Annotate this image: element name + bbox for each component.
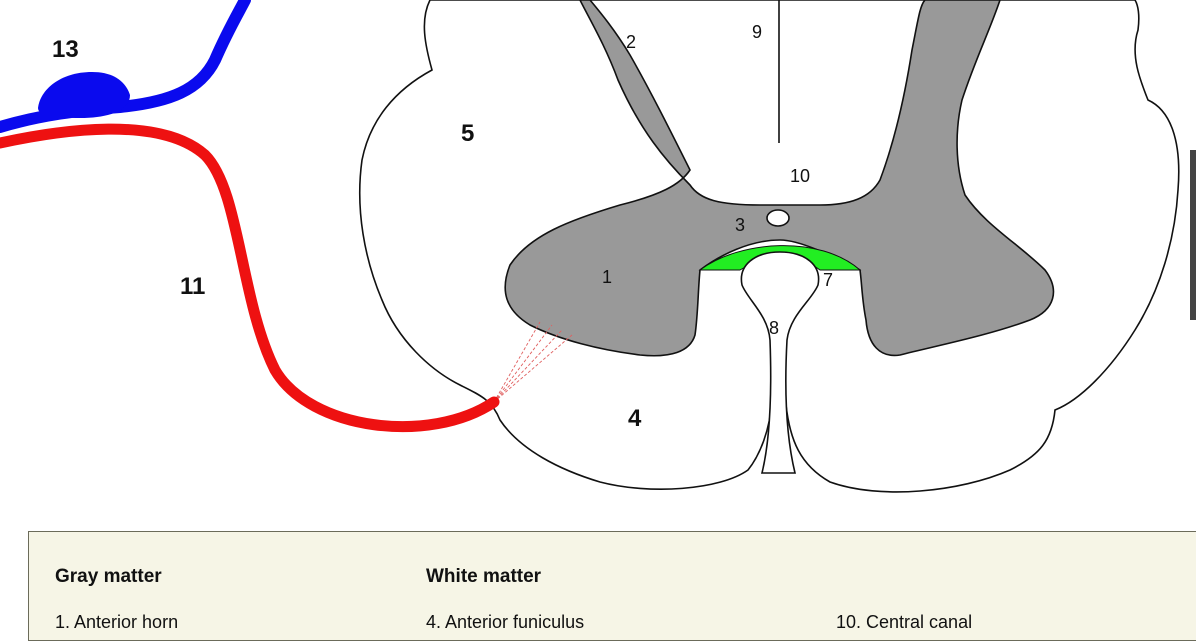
legend-gray-heading: Gray matter xyxy=(55,566,162,587)
legend-gray-matter: Gray matter 1. Anterior horn xyxy=(55,566,178,633)
label-8: 8 xyxy=(769,318,779,338)
label-13: 13 xyxy=(52,36,79,63)
anterior-median-fissure xyxy=(740,251,820,474)
dorsal-root-ganglion xyxy=(38,72,130,118)
label-11: 11 xyxy=(180,273,205,300)
image-edge xyxy=(1190,150,1196,320)
legend-other: 10. Central canal xyxy=(836,566,972,633)
legend-item: 10. Central canal xyxy=(836,612,973,632)
label-3: 3 xyxy=(735,215,745,235)
label-9: 9 xyxy=(752,22,762,42)
label-2: 2 xyxy=(626,32,636,52)
legend-white-heading: White matter xyxy=(426,566,542,587)
gray-matter xyxy=(504,0,1055,357)
ventral-root xyxy=(0,123,500,433)
central-canal xyxy=(766,209,790,227)
legend-white-matter: White matter 4. Anterior funiculus xyxy=(426,566,584,633)
spinal-cord-diagram: 1 2 3 4 5 7 8 9 10 11 13 xyxy=(0,0,1196,493)
label-10: 10 xyxy=(790,166,810,186)
legend-item: 1. Anterior horn xyxy=(55,612,179,632)
label-1: 1 xyxy=(602,267,612,287)
label-5: 5 xyxy=(461,120,474,147)
label-7: 7 xyxy=(823,270,833,290)
legend-item: 4. Anterior funiculus xyxy=(426,612,585,632)
legend-box: Gray matter 1. Anterior horn White matte… xyxy=(28,531,1196,641)
ventral-rootlets xyxy=(493,321,573,403)
label-4: 4 xyxy=(628,405,642,432)
